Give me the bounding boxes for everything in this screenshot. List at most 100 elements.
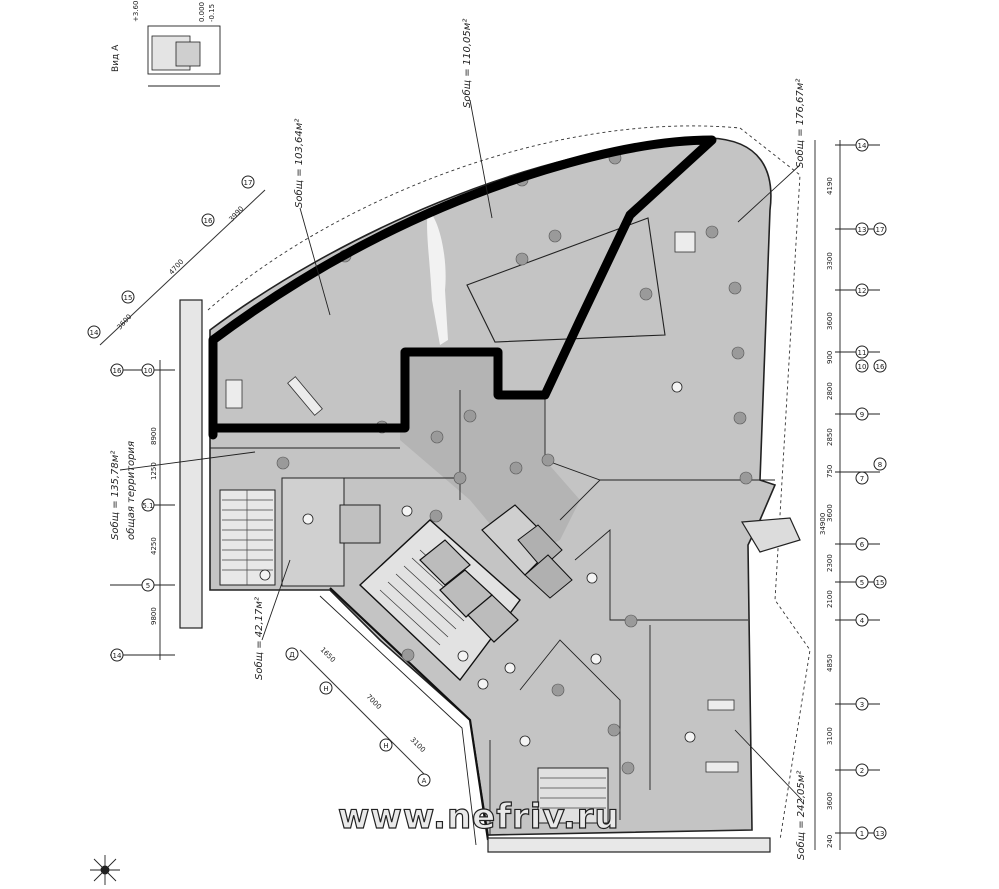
bottom-diag-line bbox=[299, 649, 431, 781]
right-dim-2: 3300 bbox=[826, 252, 834, 270]
right-axis-label-14: 14 bbox=[858, 142, 867, 150]
bottom-wall-strip bbox=[487, 837, 771, 853]
leader-176 bbox=[737, 164, 801, 223]
right-dim-12: 3100 bbox=[826, 727, 834, 745]
left-axis-label-16: 16 bbox=[113, 367, 122, 375]
right-dim-9: 2300 bbox=[826, 554, 834, 572]
right-dim-7: 750 bbox=[826, 465, 834, 478]
right-dim-6: 2850 bbox=[826, 428, 834, 446]
stair-left-treads bbox=[222, 490, 273, 585]
right-axis-label-17: 17 bbox=[876, 226, 885, 234]
right-axis-label-8: 8 bbox=[878, 461, 882, 469]
left-dim-2: 1250 bbox=[150, 462, 158, 480]
building-plan bbox=[179, 125, 811, 853]
diagonal-stair-core bbox=[358, 519, 521, 682]
left-axis-label-14: 14 bbox=[113, 652, 122, 660]
fixture-symbols bbox=[259, 381, 696, 747]
fixtures bbox=[225, 231, 739, 773]
diag-label-15: 15 bbox=[124, 294, 133, 302]
left-axis-label-10: 10 bbox=[144, 367, 153, 375]
diag-dim-line bbox=[99, 189, 266, 346]
inset-stair bbox=[175, 41, 201, 67]
stair-left bbox=[219, 489, 276, 586]
diag-label-14: 14 bbox=[90, 329, 99, 337]
diag-label-16: 16 bbox=[204, 217, 213, 225]
elevators bbox=[419, 504, 573, 643]
right-dim-total: 34900 bbox=[819, 513, 827, 535]
right-axis-label-6: 6 bbox=[860, 541, 865, 549]
area-42: Sобщ = 42,17м² bbox=[253, 597, 265, 680]
right-dim-14: 240 bbox=[826, 835, 834, 848]
right-axis-label-13b: 13 bbox=[876, 830, 885, 838]
area-103: Sобщ = 103,64м² bbox=[293, 119, 305, 208]
left-axis-label-5: 5 bbox=[146, 582, 150, 590]
area-135-sub: общая территория bbox=[125, 441, 137, 540]
area-242: Sобщ = 242,05м² bbox=[795, 771, 807, 860]
left-dim-1: 8900 bbox=[150, 427, 158, 445]
right-dim-13: 3600 bbox=[826, 792, 834, 810]
right-axis-label-12: 12 bbox=[858, 287, 867, 295]
right-axis-label-13: 13 bbox=[858, 226, 867, 234]
left-dim-4: 9800 bbox=[150, 607, 158, 625]
left-axis-label-5-1: 5.1 bbox=[142, 502, 153, 510]
diag-label-17: 17 bbox=[244, 179, 253, 187]
watermark-text: www.nefriv.ru bbox=[338, 797, 620, 837]
left-axis: 16 10 5.1 5 14 8900 1250 4250 9800 bbox=[110, 360, 175, 662]
right-axis-label-4: 4 bbox=[860, 617, 865, 625]
inset-level-1: +3.60 bbox=[132, 1, 140, 22]
bottom-label-d: Д bbox=[289, 651, 295, 659]
right-protrusion bbox=[740, 517, 801, 553]
bottom-label-a: А bbox=[422, 777, 427, 785]
stair-bottom bbox=[537, 767, 609, 824]
left-wall-strip bbox=[179, 299, 203, 629]
right-axis-label-15: 15 bbox=[876, 579, 885, 587]
right-dim-3: 3600 bbox=[826, 312, 834, 330]
bottom-label-n2: Н bbox=[383, 742, 388, 750]
core-dark-zone bbox=[400, 350, 580, 560]
leader-135 bbox=[119, 451, 256, 471]
right-axis-label-2: 2 bbox=[860, 767, 864, 775]
right-dim-10: 2100 bbox=[826, 590, 834, 608]
left-dim-3: 4250 bbox=[150, 537, 158, 555]
inset-level-3: -0.15 bbox=[208, 4, 216, 22]
highlighted-boundary bbox=[208, 135, 717, 440]
right-dim-8: 3600 bbox=[826, 504, 834, 522]
diagonal-exterior-wall bbox=[329, 587, 490, 841]
leader-42 bbox=[261, 559, 291, 641]
right-axis-label-10: 10 bbox=[858, 363, 867, 371]
diagonal-exterior-wall-outer bbox=[319, 595, 477, 846]
interior-partitions bbox=[210, 390, 775, 835]
area-labels: Sобщ = 110,05м² Sобщ = 103,64м² Sобщ = 1… bbox=[109, 19, 807, 860]
right-dim-11: 4850 bbox=[826, 654, 834, 672]
inset-frame bbox=[147, 25, 221, 75]
right-axis-label-7: 7 bbox=[860, 475, 864, 483]
right-axis-label-1: 1 bbox=[860, 830, 864, 838]
area-135: Sобщ = 135,78м² bbox=[109, 451, 121, 540]
shaft-left bbox=[339, 504, 381, 544]
bottom-label-n1: Н bbox=[323, 685, 328, 693]
area-176: Sобщ = 176,67м² bbox=[794, 79, 806, 168]
outer-dashed-contour bbox=[207, 125, 811, 841]
leader-103 bbox=[299, 207, 331, 316]
inset-label: Вид А bbox=[111, 44, 121, 72]
stair-bottom-treads bbox=[540, 777, 606, 809]
right-dim-1: 4190 bbox=[826, 177, 834, 195]
right-axis-label-3: 3 bbox=[860, 701, 864, 709]
leader-110 bbox=[469, 99, 493, 219]
right-axis-label-11: 11 bbox=[858, 349, 867, 357]
inset-view-a: Вид А +3.60 0.000 -0.15 bbox=[111, 1, 221, 87]
room-left bbox=[281, 477, 345, 587]
right-axis: 14 13 17 12 11 10 16 9 8 7 6 5 15 4 3 2 … bbox=[814, 138, 887, 850]
right-axis-label-16: 16 bbox=[876, 363, 885, 371]
right-axis-label-5: 5 bbox=[860, 579, 864, 587]
inset-level-2: 0.000 bbox=[198, 2, 206, 22]
right-axis-label-9: 9 bbox=[860, 411, 864, 419]
light-strip bbox=[427, 210, 448, 345]
inner-trapezoid bbox=[466, 217, 666, 343]
right-dim-4: 900 bbox=[826, 351, 834, 364]
leader-242 bbox=[734, 729, 803, 801]
right-dim-5: 2800 bbox=[826, 382, 834, 400]
compass-icon bbox=[90, 855, 120, 885]
area-110: Sобщ = 110,05м² bbox=[461, 19, 473, 108]
